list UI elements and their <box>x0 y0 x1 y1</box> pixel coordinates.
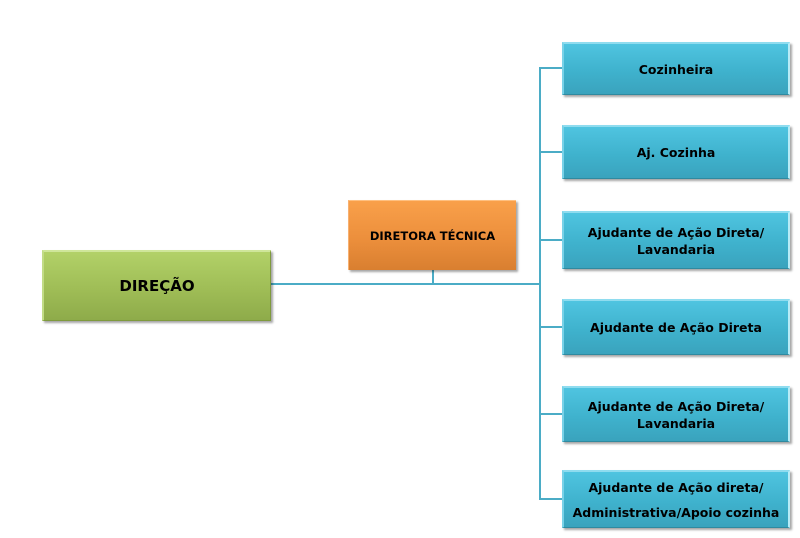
node-ajudante-acao-direta: Ajudante de Ação Direta <box>562 299 790 355</box>
node-diretora-tecnica-label: DIRETORA TÉCNICA <box>369 228 496 243</box>
node-label-line: Aj. Cozinha <box>636 145 716 160</box>
node-direcao-label: DIREÇÃO <box>119 277 195 295</box>
connector-branch-3 <box>539 239 562 241</box>
connector-vertical-trunk <box>539 67 541 500</box>
connector-main-horizontal <box>271 283 541 285</box>
connector-branch-4 <box>539 326 562 328</box>
node-aj-cozinha: Aj. Cozinha <box>562 125 790 179</box>
node-label-line: Lavandaria <box>636 241 716 257</box>
node-label-line: Cozinheira <box>638 61 714 77</box>
connector-branch-2 <box>539 151 562 153</box>
node-direcao: DIREÇÃO <box>42 250 271 321</box>
connector-branch-5 <box>539 413 562 415</box>
node-ajudante-acao-direta-administrativa: Ajudante de Ação direta/ Administrativa/… <box>562 470 790 528</box>
node-label-line: Ajudante de Ação Direta/ <box>587 398 765 414</box>
node-label-line: Ajudante de Ação direta/ <box>588 479 764 495</box>
node-diretora-tecnica: DIRETORA TÉCNICA <box>348 200 516 270</box>
node-label-line: Ajudante de Ação Direta <box>590 320 762 335</box>
connector-staff-stub <box>432 270 434 284</box>
node-cozinheira: Cozinheira <box>562 42 790 95</box>
connector-branch-6 <box>539 498 562 500</box>
node-ajudante-acao-direta-lavandaria-1: Ajudante de Ação Direta/ Lavandaria <box>562 211 790 269</box>
node-label-line: Lavandaria <box>636 415 716 431</box>
node-ajudante-acao-direta-lavandaria-2: Ajudante de Ação Direta/ Lavandaria <box>562 386 790 442</box>
node-label-line: Ajudante de Ação Direta/ <box>587 224 765 240</box>
node-label-line: Administrativa/Apoio cozinha <box>572 504 780 520</box>
connector-branch-1 <box>539 67 562 69</box>
